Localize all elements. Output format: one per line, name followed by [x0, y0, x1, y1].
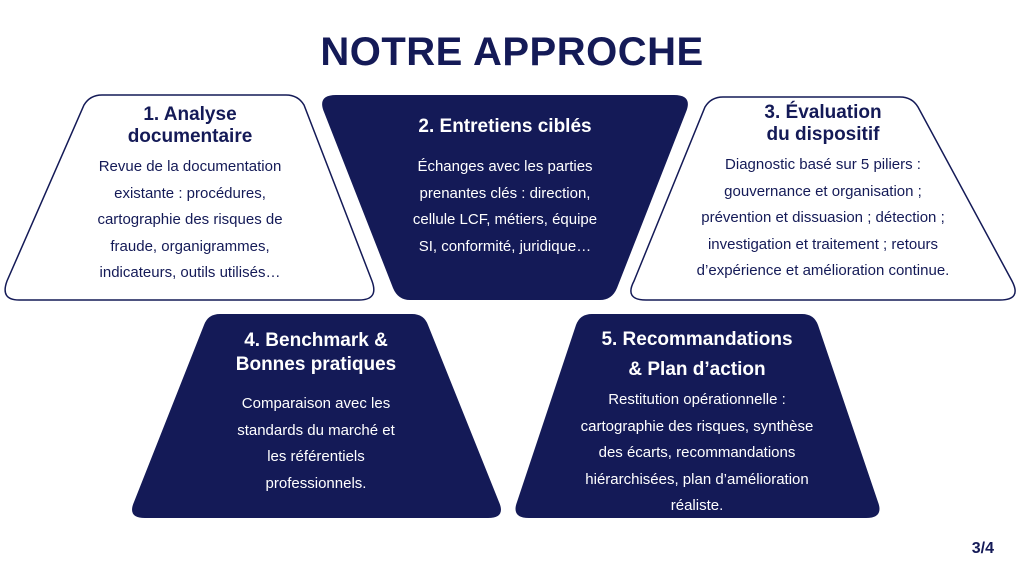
step-4-body-line: professionnels. [265, 474, 367, 492]
step-3-body-line: prévention et dissuasion ; détection ; [701, 209, 945, 226]
step-3-body-line: d’expérience et amélioration continue. [696, 262, 950, 279]
step-1-body-line: existante : procédures, [114, 184, 266, 202]
step-1-body-line: indicateurs, outils utilisés… [99, 264, 281, 281]
step-4-card: 4. Benchmark & Bonnes pratiques Comparai… [166, 329, 466, 497]
step-3-title-line: du dispositif [766, 124, 880, 145]
step-4-body-line: Comparaison avec les [241, 395, 391, 412]
step-5-body-line: cartographie des risques, synthèse [580, 417, 814, 435]
step-3-title: 3. Évaluation du dispositif [653, 102, 993, 146]
step-4-shape [132, 314, 501, 518]
step-5-body-line: hiérarchisées, plan d’amélioration [585, 470, 809, 488]
step-4-title-line: Bonnes pratiques [235, 354, 397, 375]
step-1-body: Revue de la documentation existante : pr… [40, 154, 340, 287]
step-2-body-line: Échanges avec les parties [417, 158, 593, 175]
step-5-title: 5. Recommandations & Plan d’action [527, 325, 867, 385]
step-1-body-line: fraude, organigrammes, [110, 237, 270, 255]
step-3-card: 3. Évaluation du dispositif Diagnostic b… [653, 102, 993, 285]
step-1-title: 1. Analyse documentaire [40, 104, 340, 148]
step-5-body-line: des écarts, recommandations [598, 444, 796, 461]
page-title: NOTRE APPROCHE [320, 30, 704, 74]
step-1-shape [4, 94, 375, 301]
step-5-shape [515, 314, 880, 518]
step-1-title-line: 1. Analyse [143, 104, 237, 125]
step-2-shape [322, 95, 688, 300]
step-1-card: 1. Analyse documentaire Revue de la docu… [40, 104, 340, 287]
step-5-body-line: Restitution opérationnelle : [608, 391, 786, 408]
step-3-body-line: gouvernance et organisation ; [724, 182, 922, 200]
step-5-title-line: 5. Recommandations [601, 329, 793, 350]
step-2-title-line: 2. Entretiens ciblés [418, 116, 592, 137]
step-4-title-line: 4. Benchmark & [244, 330, 388, 351]
step-2-body: Échanges avec les parties prenantes clés… [355, 154, 655, 260]
step-5-card: 5. Recommandations & Plan d’action Resti… [527, 325, 867, 520]
step-4-body: Comparaison avec les standards du marché… [166, 391, 466, 497]
step-2-body-line: cellule LCF, métiers, équipe [412, 211, 598, 228]
step-3-body-line: investigation et traitement ; retours [707, 235, 939, 253]
step-3-body-line: Diagnostic basé sur 5 piliers : [725, 156, 921, 173]
step-5-body: Restitution opérationnelle : cartographi… [527, 387, 867, 520]
step-5-title-line: & Plan d’action [628, 359, 766, 380]
step-3-title-line: 3. Évaluation [764, 102, 882, 123]
step-1-body-line: Revue de la documentation [98, 158, 282, 175]
step-4-body-line: standards du marché et [237, 421, 395, 439]
step-2-body-line: SI, conformité, juridique… [418, 237, 592, 255]
step-3-shape [630, 96, 1016, 301]
step-2-title: 2. Entretiens ciblés [355, 116, 655, 138]
step-2-card: 2. Entretiens ciblés Échanges avec les p… [355, 116, 655, 260]
page-number: 3/4 [971, 540, 994, 557]
step-4-body-line: les référentiels [267, 448, 365, 465]
step-3-body: Diagnostic basé sur 5 piliers : gouverna… [653, 152, 993, 285]
step-5-body-line: réaliste. [670, 497, 724, 514]
step-2-body-line: prenantes clés : direction, [419, 184, 591, 202]
step-4-title: 4. Benchmark & Bonnes pratiques [166, 329, 466, 377]
step-1-title-line: documentaire [127, 126, 253, 147]
step-1-body-line: cartographie des risques de [97, 211, 283, 228]
